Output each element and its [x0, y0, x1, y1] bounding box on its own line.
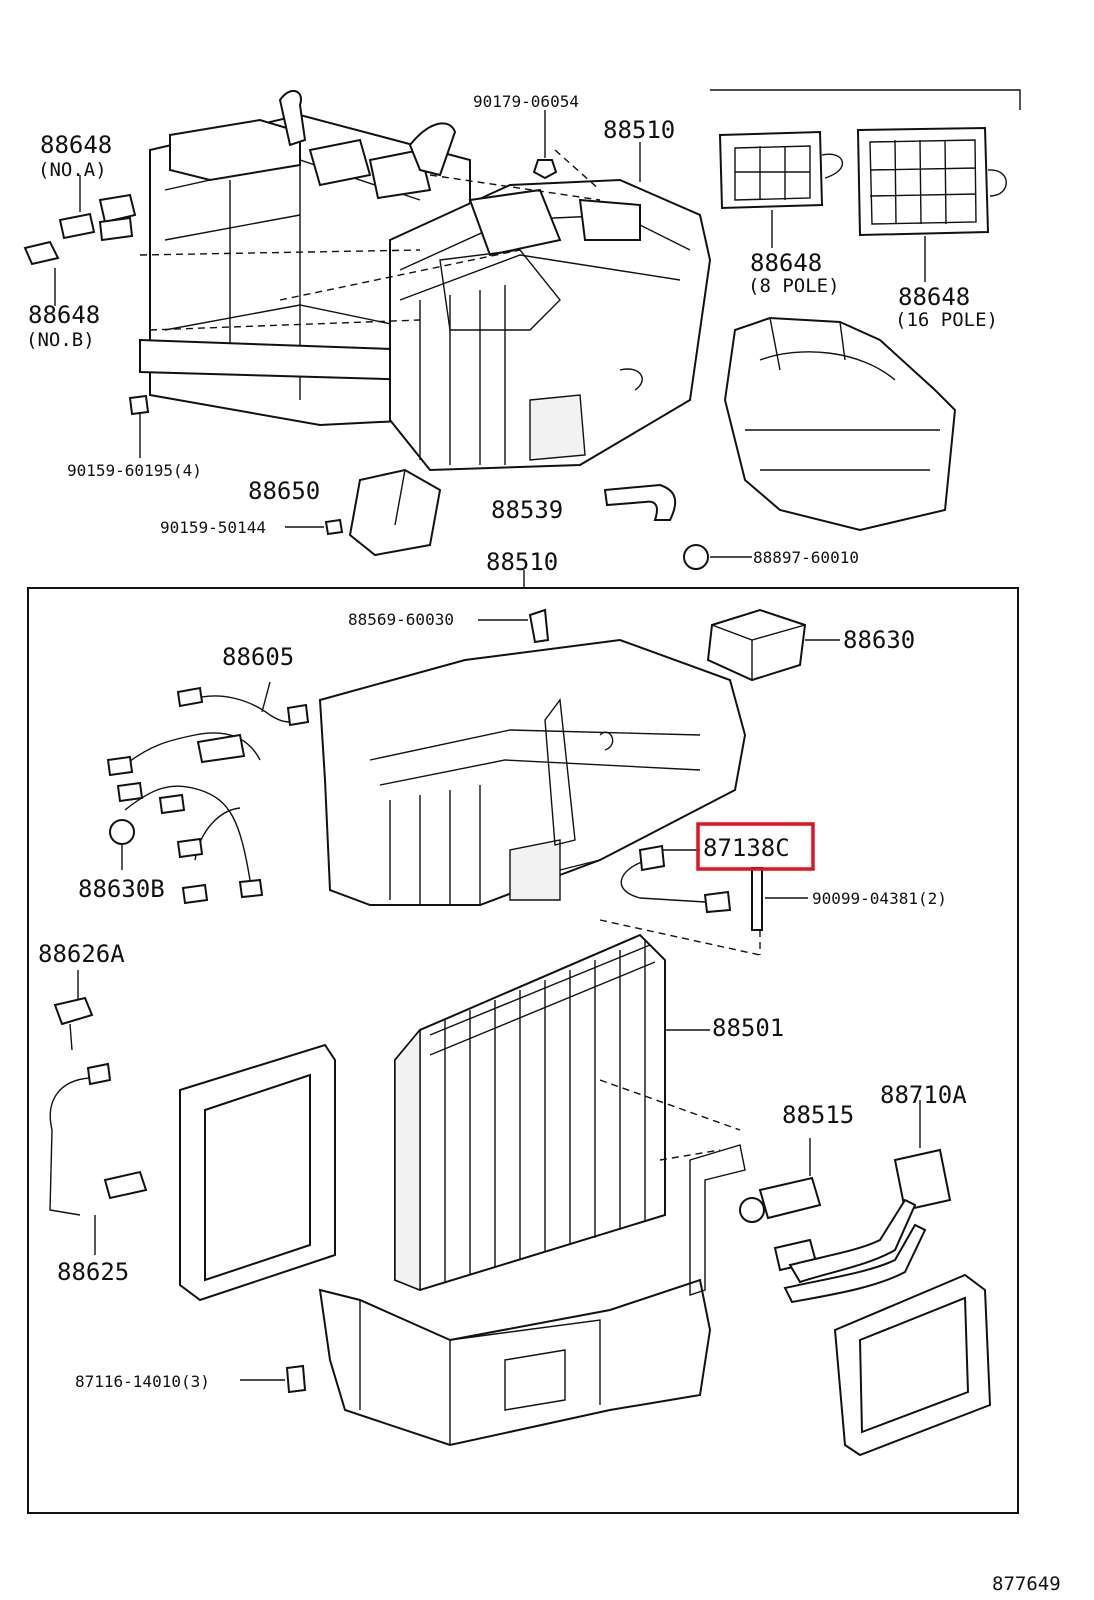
label-88626a[interactable]: 88626A: [38, 940, 125, 968]
label-88648-no-b[interactable]: 88648: [28, 301, 100, 329]
label-90159-60195[interactable]: 90159-60195(4): [67, 461, 202, 480]
label-88648-no-b-sub: (NO.B): [26, 329, 95, 351]
label-88605[interactable]: 88605: [222, 643, 294, 671]
label-88648-no-a[interactable]: 88648: [40, 131, 112, 159]
label-90159-50144[interactable]: 90159-50144: [160, 518, 266, 537]
label-88569-60030[interactable]: 88569-60030: [348, 610, 454, 629]
label-88630b[interactable]: 88630B: [78, 875, 165, 903]
diagram-id: 877649: [992, 1573, 1061, 1595]
highlight-box-87138c: [696, 822, 815, 871]
label-88648-16-pole-sub: (16 POLE): [895, 309, 998, 331]
label-90179-06054[interactable]: 90179-06054: [473, 92, 579, 111]
label-88510-top[interactable]: 88510: [603, 116, 675, 144]
label-88897-60010[interactable]: 88897-60010: [753, 548, 859, 567]
label-88648-8-pole[interactable]: 88648: [750, 249, 822, 277]
part-labels: 90179-06054 88510 88648 (NO.A) 88648 (NO…: [26, 92, 1061, 1595]
label-88648-no-a-sub: (NO.A): [38, 159, 107, 181]
label-88625[interactable]: 88625: [57, 1258, 129, 1286]
evaporator-fins: [429, 940, 656, 1282]
label-90099-04381[interactable]: 90099-04381(2): [812, 889, 947, 908]
label-88510-mid[interactable]: 88510: [486, 548, 558, 576]
label-88648-16-pole[interactable]: 88648: [898, 283, 970, 311]
label-88648-8-pole-sub: (8 POLE): [748, 275, 840, 297]
label-88710a[interactable]: 88710A: [880, 1081, 967, 1109]
label-87116-14010[interactable]: 87116-14010(3): [75, 1372, 210, 1391]
label-88650[interactable]: 88650: [248, 477, 320, 505]
label-88630[interactable]: 88630: [843, 626, 915, 654]
label-87138c[interactable]: 87138C: [703, 834, 790, 862]
label-88501[interactable]: 88501: [712, 1014, 784, 1042]
label-88539[interactable]: 88539: [491, 496, 563, 524]
label-88515[interactable]: 88515: [782, 1101, 854, 1129]
upper-heater-assembly: [23, 89, 1021, 570]
lower-evaporator-assembly: [27, 570, 1019, 1514]
